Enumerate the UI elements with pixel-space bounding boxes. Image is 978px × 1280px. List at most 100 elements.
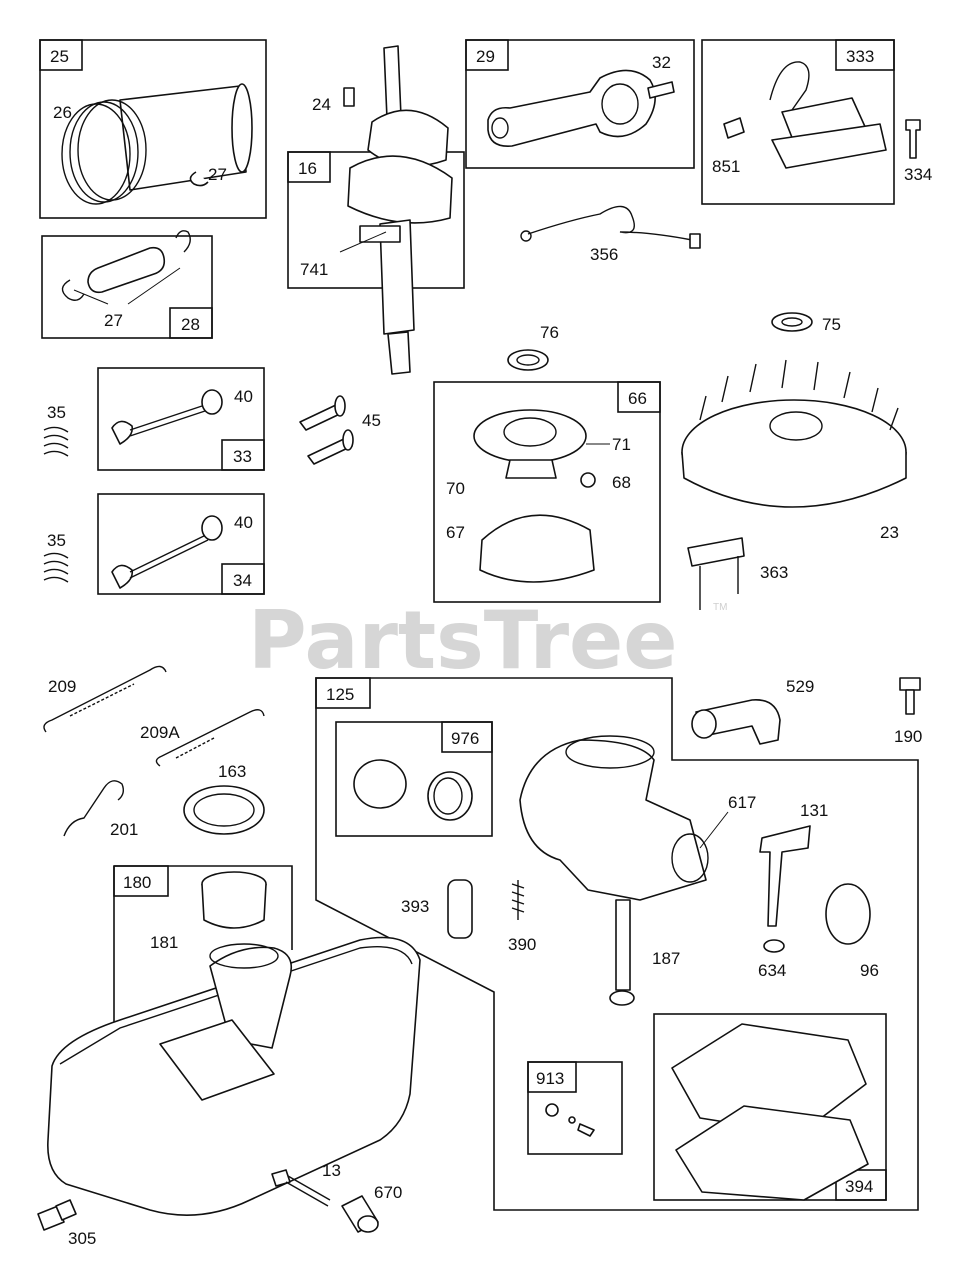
box-333 <box>835 39 895 71</box>
fuel-tank-group: 180 181 <box>47 865 421 1216</box>
gasket-394-b <box>675 1105 869 1201</box>
label-67: 67 <box>446 523 465 542</box>
wrist-pin-group: 28 27 <box>41 230 213 339</box>
label-393: 393 <box>401 897 429 916</box>
throttle-131 <box>759 825 811 927</box>
filter-393 <box>447 879 473 939</box>
label-670: 670 <box>374 1183 402 1202</box>
box-label-125: 125 <box>326 685 354 704</box>
elbow-529: 529 <box>691 677 814 745</box>
label-634: 634 <box>758 961 786 980</box>
label-40-b: 40 <box>234 513 253 532</box>
frame-33 <box>97 367 265 471</box>
tappets-45: 45 <box>299 395 381 465</box>
label-390: 390 <box>508 935 536 954</box>
label-190: 190 <box>894 727 922 746</box>
box-66 <box>617 381 661 413</box>
label-76: 76 <box>540 323 559 342</box>
seal-634 <box>763 939 785 953</box>
box-label-394: 394 <box>845 1177 873 1196</box>
box-125 <box>315 677 371 709</box>
clutch-70 <box>505 459 557 479</box>
watermark-tm: TM <box>713 602 727 613</box>
label-209a: 209A <box>140 723 180 742</box>
key-24 <box>343 87 355 107</box>
valve-part <box>111 420 134 445</box>
box-label-976: 976 <box>451 729 479 748</box>
bolt-13: 13 <box>271 1161 341 1207</box>
label-45: 45 <box>362 411 381 430</box>
frame-25 <box>39 39 267 219</box>
box-label-66: 66 <box>628 389 647 408</box>
frame-333 <box>701 39 895 205</box>
label-363: 363 <box>760 563 788 582</box>
watermark: PartsTree <box>248 594 678 687</box>
box-34 <box>221 563 265 595</box>
starter-group: 66 71 70 68 67 <box>433 381 661 603</box>
ball-68 <box>580 472 596 488</box>
label-26: 26 <box>53 103 72 122</box>
box-label-29: 29 <box>476 47 495 66</box>
frame-394 <box>653 1013 887 1201</box>
carburetor-part <box>519 739 707 901</box>
spring-35-a <box>43 426 69 457</box>
label-181: 181 <box>150 933 178 952</box>
label-851: 851 <box>712 157 740 176</box>
wrist-pin-part <box>87 246 166 294</box>
brake-363: 363 <box>687 537 788 610</box>
box-label-25: 25 <box>50 47 69 66</box>
label-40-a: 40 <box>234 387 253 406</box>
frame-34 <box>97 493 265 595</box>
screw-190: 190 <box>894 677 922 746</box>
plate-96 <box>825 883 871 945</box>
label-27-b: 27 <box>104 311 123 330</box>
piston-group: 25 26 27 <box>39 39 267 219</box>
box-label-34: 34 <box>233 571 252 590</box>
box-label-33: 33 <box>233 447 252 466</box>
link-201: 201 <box>63 780 138 839</box>
piston-part <box>119 85 247 191</box>
label-131: 131 <box>800 801 828 820</box>
label-32: 32 <box>652 53 671 72</box>
gasket-394-a <box>671 1023 867 1135</box>
frame-976 <box>335 721 493 837</box>
screw-334: 334 <box>904 119 932 184</box>
valve-group-34: 34 35 40 <box>43 493 265 595</box>
flywheel-23: 75 23 <box>681 312 907 542</box>
label-27: 27 <box>208 165 227 184</box>
washer-75 <box>771 312 813 332</box>
box-394 <box>835 1169 887 1201</box>
frame-125 <box>315 677 919 1211</box>
label-209: 209 <box>48 677 76 696</box>
label-305: 305 <box>68 1229 96 1248</box>
label-741: 741 <box>300 260 328 279</box>
label-35-a: 35 <box>47 403 66 422</box>
box-label-913: 913 <box>536 1069 564 1088</box>
label-68: 68 <box>612 473 631 492</box>
spring-209: 209 <box>43 665 167 733</box>
carburetor-group: 125 976 617 187 393 390 131 634 96 913 <box>315 677 919 1211</box>
ground-wire-356: 356 <box>520 205 701 264</box>
box-180 <box>113 865 169 897</box>
box-29 <box>465 39 509 71</box>
connecting-rod-part <box>487 69 656 147</box>
gasket-163: 163 <box>183 762 265 835</box>
frame-28 <box>41 235 213 339</box>
seal-76: 76 <box>507 323 559 371</box>
box-label-180: 180 <box>123 873 151 892</box>
valve-group-33: 33 35 40 <box>43 367 265 471</box>
label-71: 71 <box>612 435 631 454</box>
spring-209a: 209A <box>140 709 265 767</box>
spring-35-b <box>43 552 69 583</box>
label-24: 24 <box>312 95 331 114</box>
frame-66 <box>433 381 661 603</box>
label-96: 96 <box>860 961 879 980</box>
label-13: 13 <box>322 1161 341 1180</box>
label-163: 163 <box>218 762 246 781</box>
box-16 <box>287 151 331 183</box>
label-334: 334 <box>904 165 932 184</box>
box-label-16: 16 <box>298 159 317 178</box>
label-70: 70 <box>446 479 465 498</box>
crankshaft-group: 16 24 741 <box>287 45 465 375</box>
